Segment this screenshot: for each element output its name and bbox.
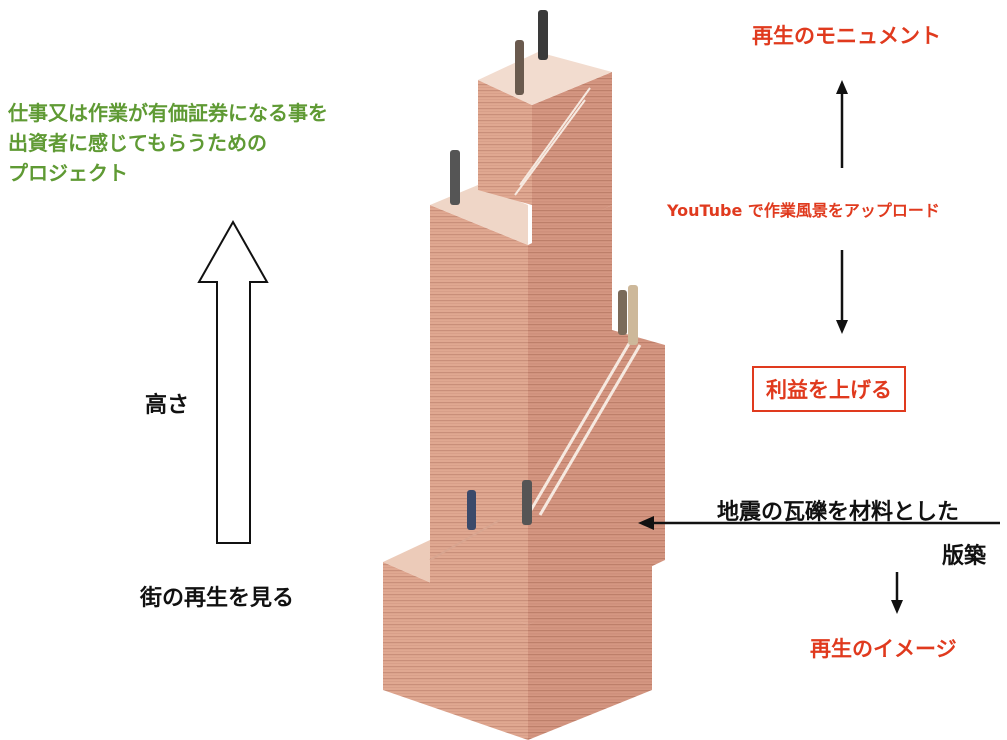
purpose-text-block: 仕事又は作業が有価証券になる事を 出資者に感じてもらうための プロジェクト [8,98,328,188]
arrow-down-to-image [891,572,903,614]
middle-tower-right-face [528,205,665,625]
middle-tower-left-face [430,205,528,625]
youtube-upload-label: YouTube で作業風景をアップロード [667,201,940,220]
arrow-up-to-monument [836,80,848,168]
city-regeneration-label: 街の再生を見る [140,586,295,611]
purpose-line-3: プロジェクト [8,161,128,185]
regeneration-image-label: 再生のイメージ [810,637,957,661]
purpose-line-1: 仕事又は作業が有価証券になる事を [8,101,328,125]
profit-label: 利益を上げる [752,366,906,412]
material-label-line1: 地震の瓦礫を材料とした [717,500,960,525]
lower-staircase [526,341,642,516]
arrow-down-to-profit [836,250,848,334]
arrow-left-to-tower [638,516,1000,530]
top-tower-roof [478,52,612,105]
person-figures [450,10,638,530]
height-label: 高さ [145,393,190,418]
monument-label: 再生のモニュメント [752,24,941,48]
material-label-line2: 版築 [942,544,987,569]
bottom-block-left-face [383,562,528,740]
height-up-arrow [197,219,269,544]
upper-staircase [514,87,591,196]
top-tower-right-face [532,72,612,245]
bottom-staircase [429,519,501,561]
top-tower-left-face [478,80,532,205]
purpose-line-2: 出資者に感じてもらうための [8,131,267,155]
bottom-block-right-face [528,560,652,740]
